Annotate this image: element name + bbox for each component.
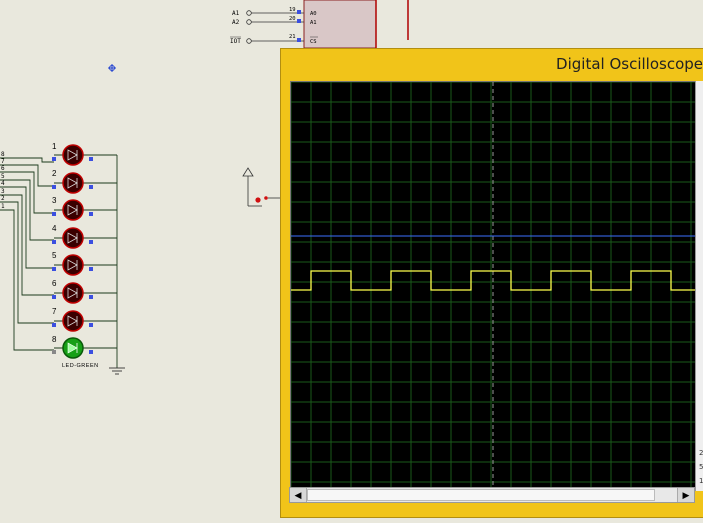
led-number-1: 1 [52,142,57,151]
led-number-5: 5 [52,251,57,260]
svg-text:3: 3 [1,188,5,195]
led-6[interactable]: 6 [52,279,94,304]
net-label-iot: IOT [230,38,241,45]
led-number-6: 6 [52,279,57,288]
led-number-7: 7 [52,307,57,316]
side-digit: 5 [699,463,703,471]
chip-body[interactable] [303,0,377,49]
chip-pin-row-cs: IOT 21 CS [230,34,318,45]
net-label-a2: A2 [232,19,240,26]
scroll-left-arrow-icon[interactable]: ◀ [290,488,307,502]
side-digit: 1 [699,477,703,485]
svg-text:5: 5 [1,173,5,180]
oscilloscope-title: Digital Oscilloscope [556,55,703,73]
horizontal-scrollbar[interactable]: ◀ ▶ [289,487,695,503]
net-label-a1: A1 [232,10,240,17]
pin-number-20: 20 [289,16,296,22]
side-digit: 2 [699,449,703,457]
oscilloscope-display [290,81,695,488]
pin-number-19: 19 [289,7,296,13]
pin-name-cs: CS [310,39,317,45]
wire-labels: 8 7 6 5 4 3 2 1 [1,151,5,210]
led-1[interactable]: 1 [52,142,94,166]
led-7[interactable]: 7 [52,307,94,332]
pin-name-a0: A0 [310,11,317,17]
svg-text:2: 2 [1,195,5,202]
oscilloscope-screen[interactable] [290,81,696,489]
svg-text:7: 7 [1,158,5,165]
chip-pin-row-a1: A2 20 A1 [232,16,317,26]
led-common-bus [94,154,118,368]
chip-pin-row-a0: A1 19 A0 [232,7,317,17]
led-number-8: 8 [52,335,57,344]
svg-text:6: 6 [1,165,5,172]
crosshair-marker-icon [108,64,116,72]
led-4[interactable]: 4 [52,224,94,249]
scroll-right-arrow-icon[interactable]: ▶ [677,488,694,502]
channel-a-trace [291,270,695,291]
led-number-3: 3 [52,196,57,205]
svg-text:8: 8 [1,151,5,158]
led-number-2: 2 [52,169,57,178]
probe-terminal-icon [242,167,282,207]
led-8[interactable]: 8 [52,335,94,359]
svg-text:4: 4 [1,180,5,187]
led-2[interactable]: 2 [52,169,94,194]
led-3[interactable]: 3 [52,196,94,221]
svg-text:1: 1 [1,203,5,210]
led-number-4: 4 [52,224,57,233]
scrollbar-thumb[interactable] [307,489,655,501]
oscilloscope-window[interactable]: Digital Oscilloscope ◀ ▶ 2 5 1 [280,48,703,518]
led-part-label: LED-GREEN [62,363,99,369]
control-panel-edge: 2 5 1 [695,81,703,491]
pin-number-21: 21 [289,34,296,40]
pin-name-a1: A1 [310,20,317,26]
ground-symbol-icon [109,367,125,375]
led-wire-bundle [0,157,54,351]
led-5[interactable]: 5 [52,251,94,276]
